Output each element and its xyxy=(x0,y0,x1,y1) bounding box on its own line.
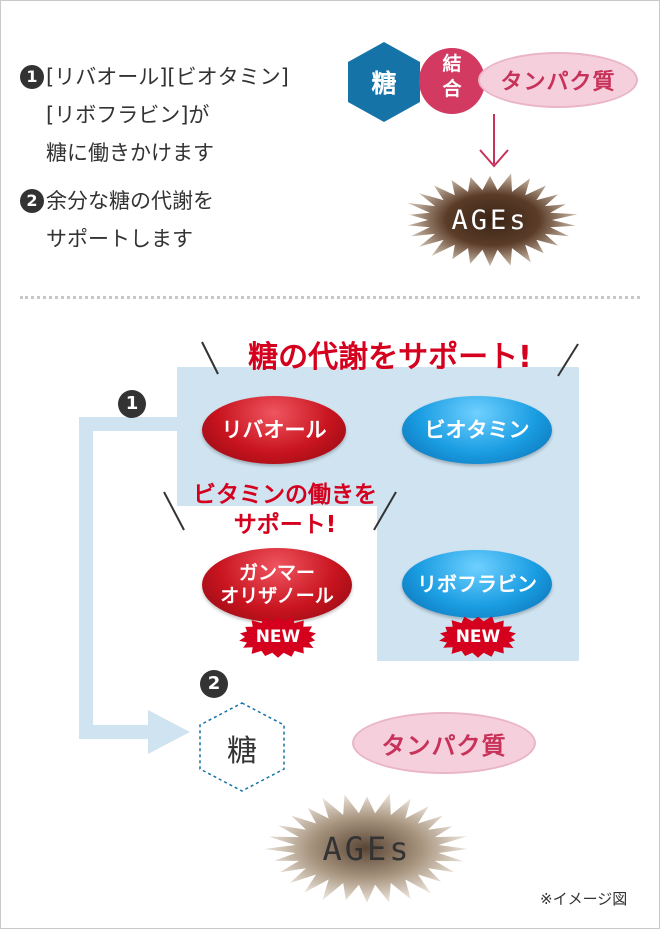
pill-riboflavin: リボフラビン xyxy=(402,550,552,618)
protein-ellipse: タンパク質 xyxy=(478,52,638,108)
intro-item-2-line-2: サポートします xyxy=(46,227,193,251)
ages-label-top: AGEs xyxy=(451,204,529,236)
new-badge-icon xyxy=(439,616,516,658)
footnote: ※イメージ図 xyxy=(540,890,628,908)
banner-sub-slashes xyxy=(163,491,397,531)
protein-label: タンパク質 xyxy=(500,70,616,95)
pill-ribaoru: リバオール xyxy=(202,396,346,464)
banner-sub-line-1: ビタミンの働きを xyxy=(193,482,377,508)
section-divider xyxy=(20,296,640,299)
pill-gamma-line-2: オリザノール xyxy=(220,585,334,607)
sugar-label-bottom: 糖 xyxy=(227,734,257,769)
pill-gamma-oryzanol: ガンマー オリザノール xyxy=(202,548,352,622)
flow-arrow-icon xyxy=(79,417,178,739)
pill-gamma-line-1: ガンマー xyxy=(238,562,315,584)
arrow-down-icon xyxy=(479,114,509,168)
banner-main-slashes xyxy=(201,341,579,377)
intro-item-1-line-2: [リボフラビン]が xyxy=(46,103,210,127)
banner-sub: ビタミンの働きを サポート! xyxy=(170,480,400,540)
flow-arrowhead-icon xyxy=(148,710,190,754)
pill-riboflavin-label: リボフラビン xyxy=(417,571,537,596)
bond-circle xyxy=(419,48,485,114)
intro-item-2-line-1: 余分な糖の代謝を xyxy=(46,189,214,213)
bond-label-line-2: 合 xyxy=(442,78,462,100)
step-2-circle: 2 xyxy=(200,670,228,698)
new-badge-icon xyxy=(239,616,316,658)
pill-biotamin: ビオタミン xyxy=(402,396,552,464)
sugar-dashed-hexagon-icon xyxy=(199,702,285,792)
intro-item-1-line-3: 糖に働きかけます xyxy=(46,141,214,165)
pill-ribaoru-label: リバオール xyxy=(221,417,327,442)
banner-sub-line-2: サポート! xyxy=(233,512,337,538)
sugar-hexagon-icon xyxy=(348,42,420,122)
new-badge-left-label: NEW xyxy=(255,627,301,647)
pill-biotamin-label: ビオタミン xyxy=(424,417,530,442)
protein-label-bottom: タンパク質 xyxy=(381,731,507,760)
protein-ellipse-bottom: タンパク質 xyxy=(352,712,536,774)
new-badge-right-label: NEW xyxy=(455,627,501,647)
sugar-label: 糖 xyxy=(371,69,397,98)
ages-label-bottom: AGEs xyxy=(322,830,412,868)
new-badge-right: NEW xyxy=(436,614,520,660)
bond-label-line-1: 結 xyxy=(442,53,462,75)
new-badge-left: NEW xyxy=(236,614,320,660)
intro-item-1: 1[リバオール][ビオタミン] xyxy=(20,62,289,92)
ages-starburst-icon xyxy=(407,173,578,267)
step-2-marker: 2 xyxy=(20,189,44,213)
step-1-marker: 1 xyxy=(20,65,44,89)
banner-main: 糖の代謝をサポート! xyxy=(248,340,532,375)
ages-starburst-bottom-icon xyxy=(264,793,468,903)
intro-item-1-line-1: [リバオール][ビオタミン] xyxy=(46,65,289,89)
bond-label: 結 合 xyxy=(419,52,485,102)
step-1-circle: 1 xyxy=(118,390,146,418)
